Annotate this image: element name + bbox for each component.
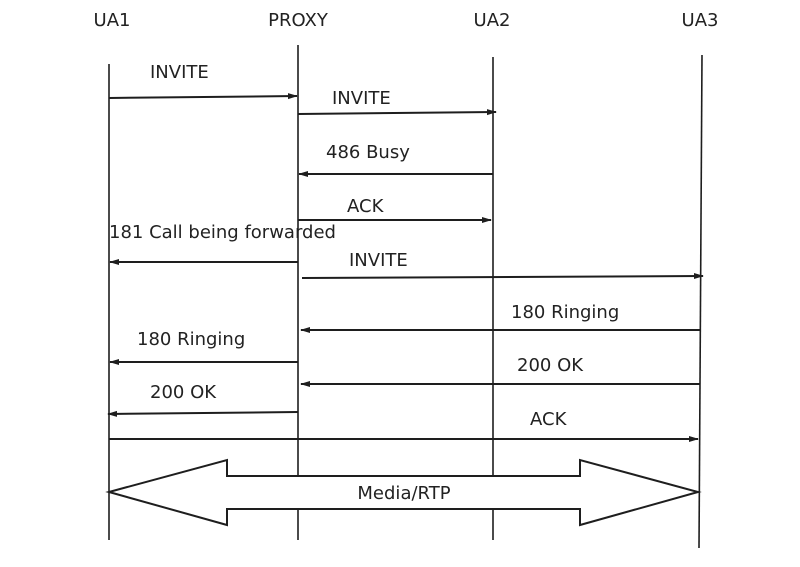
message-label: 486 Busy (326, 142, 410, 163)
message: 200 OK (300, 355, 700, 387)
message: INVITE (297, 88, 497, 116)
message-label: 200 OK (517, 355, 584, 376)
message: 180 Ringing (109, 329, 298, 365)
message-label: 181 Call being forwarded (109, 222, 336, 243)
message: INVITE (301, 250, 704, 280)
participant-ua2-label: UA2 (474, 10, 511, 31)
lifeline-ua3 (698, 54, 703, 549)
message-label: 180 Ringing (511, 302, 619, 323)
participant-ua3-label: UA3 (682, 10, 719, 31)
message: ACK (109, 409, 699, 442)
message: INVITE (108, 62, 298, 100)
participant-proxy-label: PROXY (268, 10, 329, 31)
message: ACK (298, 196, 492, 223)
message-label: ACK (347, 196, 385, 217)
message-arrow (297, 109, 497, 116)
message: 486 Busy (298, 142, 493, 177)
media-label: Media/RTP (357, 483, 450, 504)
message-arrow (107, 410, 299, 417)
message-label: 200 OK (150, 382, 217, 403)
message: 200 OK (107, 382, 299, 417)
message-label: 180 Ringing (137, 329, 245, 350)
media-rtp-arrow: Media/RTP (105, 458, 702, 527)
message-label: ACK (530, 409, 568, 430)
message-arrow (108, 93, 298, 100)
message-label: INVITE (150, 62, 209, 83)
media-block-arrow (105, 458, 702, 527)
message: 181 Call being forwarded (109, 222, 336, 265)
message: 180 Ringing (300, 302, 700, 333)
message-label: INVITE (332, 88, 391, 109)
message-arrow (301, 273, 704, 280)
participant-ua1-label: UA1 (94, 10, 131, 31)
message-label: INVITE (349, 250, 408, 271)
